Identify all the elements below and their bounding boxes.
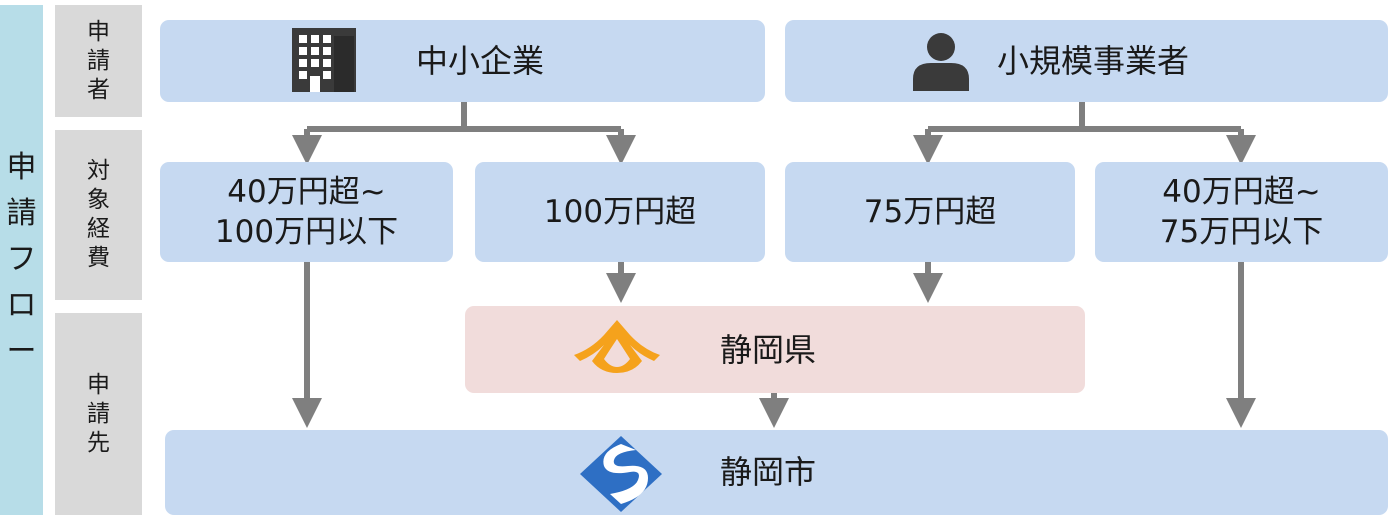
row-label-applicant: 申請者: [55, 5, 142, 117]
expense-sme-high-label: 100万円超: [543, 194, 697, 230]
row-label-destination-text: 申請先: [87, 371, 110, 456]
destination-prefecture-box: 静岡県: [465, 306, 1085, 393]
destination-city-label: 静岡市: [720, 453, 817, 491]
applicant-small-biz-label: 小規模事業者: [997, 42, 1190, 80]
row-label-destination: 申請先: [55, 313, 142, 515]
expense-small-high-label: 75万円超: [863, 194, 997, 230]
destination-prefecture-label: 静岡県: [720, 331, 817, 369]
expense-small-low-line1: 40万円超~: [1162, 174, 1321, 210]
expense-small-high-box: 75万円超: [785, 162, 1075, 262]
expense-sme-low-box: 40万円超~ 100万円以下: [160, 162, 453, 262]
row-label-applicant-text: 申請者: [87, 18, 110, 103]
shizuoka-city-emblem-icon: [580, 436, 662, 512]
person-icon: [913, 33, 969, 91]
flow-side-label-text: 申請フロー: [6, 150, 37, 369]
expense-sme-low-line1: 40万円超~: [227, 174, 386, 210]
applicant-small-biz-box: 小規模事業者: [785, 20, 1388, 102]
applicant-sme-label: 中小企業: [416, 42, 545, 80]
expense-small-low-box: 40万円超~ 75万円以下: [1095, 162, 1388, 262]
expense-sme-high-box: 100万円超: [475, 162, 765, 262]
expense-sme-low-line2: 100万円以下: [214, 214, 399, 250]
destination-city-box: 静岡市: [165, 430, 1388, 515]
office-building-icon: [292, 28, 356, 92]
shizuoka-prefecture-emblem-icon: [574, 320, 660, 373]
row-label-expense: 対象経費: [55, 130, 142, 300]
expense-small-low-line2: 75万円以下: [1159, 214, 1324, 250]
applicant-sme-box: 中小企業: [160, 20, 765, 102]
flow-side-label: 申請フロー: [0, 5, 43, 515]
row-label-expense-text: 対象経費: [87, 158, 110, 271]
